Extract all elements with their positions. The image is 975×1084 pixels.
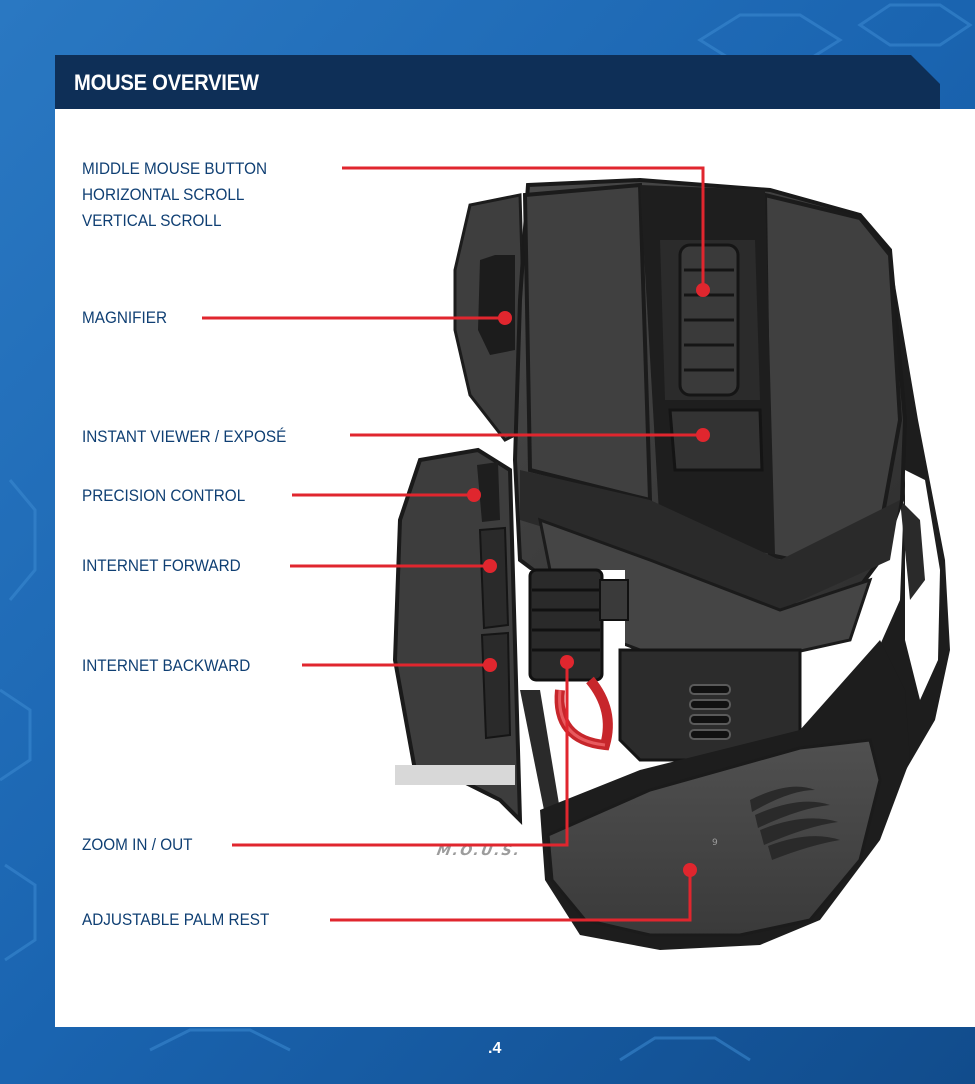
- label-middle-mouse-button: MIDDLE MOUSE BUTTON: [82, 156, 267, 182]
- label-instant-viewer: INSTANT VIEWER / EXPOSÉ: [82, 424, 286, 450]
- internet-forward-button: [480, 528, 508, 628]
- label-internet-forward: INTERNET FORWARD: [82, 553, 241, 579]
- page-number: .4: [488, 1040, 501, 1058]
- left-button: [525, 185, 650, 500]
- scroll-wheel: [680, 245, 738, 395]
- mouse-logo-superscript: 9: [712, 838, 718, 848]
- instant-viewer-button: [670, 410, 762, 470]
- internet-backward-button: [482, 633, 510, 738]
- magnifier-button: [478, 255, 515, 355]
- label-internet-backward: INTERNET BACKWARD: [82, 653, 250, 679]
- label-horizontal-scroll: HORIZONTAL SCROLL: [82, 182, 244, 208]
- label-vertical-scroll: VERTICAL SCROLL: [82, 208, 221, 234]
- label-zoom: ZOOM IN / OUT: [82, 832, 193, 858]
- label-precision-control: PRECISION CONTROL: [82, 483, 245, 509]
- label-magnifier: MAGNIFIER: [82, 305, 167, 331]
- label-palm-rest: ADJUSTABLE PALM REST: [82, 907, 269, 933]
